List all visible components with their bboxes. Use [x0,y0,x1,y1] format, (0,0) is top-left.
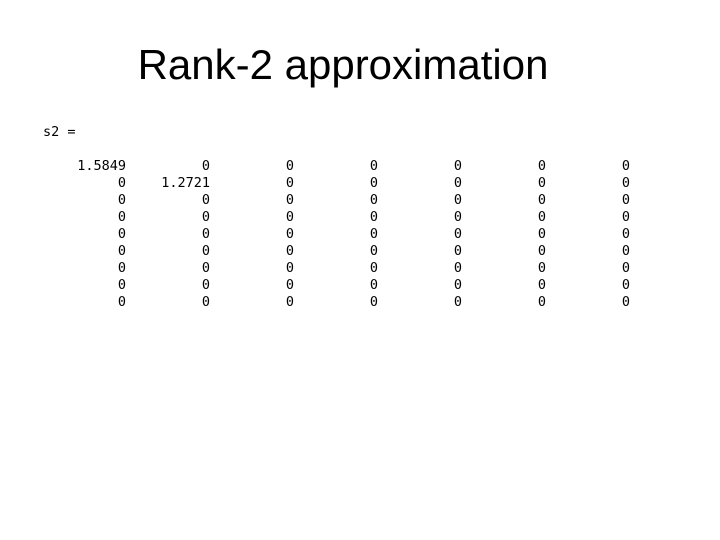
matrix-row: 0 0 0 0 0 0 0 [42,209,630,226]
matrix-cell: 0 [621,260,630,276]
matrix-cell: 0 [285,243,294,259]
matrix-cell: 0 [369,175,378,191]
matrix-row: 0 0 0 0 0 0 0 [42,294,630,311]
matrix-cell: 0 [285,209,294,225]
matrix-row: 0 0 0 0 0 0 0 [42,277,630,294]
matrix-cell: 0 [117,277,126,293]
matrix-cell: 0 [117,192,126,208]
matrix-cell: 0 [537,175,546,191]
matrix-cell: 0 [537,243,546,259]
matrix-cell: 0 [285,226,294,242]
matrix-cell: 0 [621,209,630,225]
matrix-cell: 0 [453,192,462,208]
matrix-cell: 0 [117,294,126,310]
matrix-cell: 0 [369,260,378,276]
matrix-cell: 0 [621,226,630,242]
matrix-cell: 0 [537,209,546,225]
matrix-cell: 0 [453,243,462,259]
matrix-cell: 0 [285,294,294,310]
matrix-cell: 0 [621,294,630,310]
matrix-row: 0 0 0 0 0 0 0 [42,260,630,277]
matrix-cell: 0 [369,294,378,310]
matrix-row: 0 0 0 0 0 0 0 [42,243,630,260]
matrix-cell: 0 [201,192,210,208]
matrix-cell: 0 [537,260,546,276]
matrix-cell: 0 [117,226,126,242]
matrix-cell: 0 [117,243,126,259]
matrix-cell: 0 [621,175,630,191]
matrix-cell: 0 [285,277,294,293]
matrix-cell: 0 [537,158,546,174]
matrix-cell: 0 [453,277,462,293]
matrix-cell: 0 [117,209,126,225]
matrix-cell: 0 [621,243,630,259]
matrix-cell: 0 [453,209,462,225]
matrix-cell: 0 [285,260,294,276]
matrix-row: 1.5849 0 0 0 0 0 0 [42,158,630,175]
matrix-cell: 0 [537,226,546,242]
matrix-cell: 0 [537,192,546,208]
matrix-cell: 0 [369,226,378,242]
matrix-row: 0 0 0 0 0 0 0 [42,226,630,243]
matrix-cell: 1.5849 [77,158,126,174]
matrix-cell: 0 [201,226,210,242]
matrix-row: 0 1.2721 0 0 0 0 0 [42,175,630,192]
matrix-cell: 1.2721 [161,175,210,191]
matrix-cell: 0 [201,243,210,259]
matrix-cell: 0 [285,192,294,208]
matrix-cell: 0 [201,260,210,276]
matrix-row: 0 0 0 0 0 0 0 [42,192,630,209]
matrix-cell: 0 [453,226,462,242]
matrix-cell: 0 [117,260,126,276]
matrix-cell: 0 [453,260,462,276]
matrix-cell: 0 [453,294,462,310]
matrix-cell: 0 [369,277,378,293]
matrix-cell: 0 [117,175,126,191]
matrix-cell: 0 [285,175,294,191]
matrix-cell: 0 [369,243,378,259]
slide-title: Rank-2 approximation [137,41,549,88]
matrix-cell: 0 [537,294,546,310]
matrix-cell: 0 [369,209,378,225]
matrix-cell: 0 [201,158,210,174]
matrix-cell: 0 [453,158,462,174]
matrix-cell: 0 [369,158,378,174]
matrix-cell: 0 [453,175,462,191]
matrix-cell: 0 [201,277,210,293]
matrix-cell: 0 [369,192,378,208]
matlab-variable-label: s2 = [43,124,76,140]
matrix-cell: 0 [201,209,210,225]
matrix-cell: 0 [621,158,630,174]
matrix-cell: 0 [285,158,294,174]
matrix-cell: 0 [201,294,210,310]
matrix-cell: 0 [537,277,546,293]
matrix-cell: 0 [621,192,630,208]
matrix-cell: 0 [621,277,630,293]
